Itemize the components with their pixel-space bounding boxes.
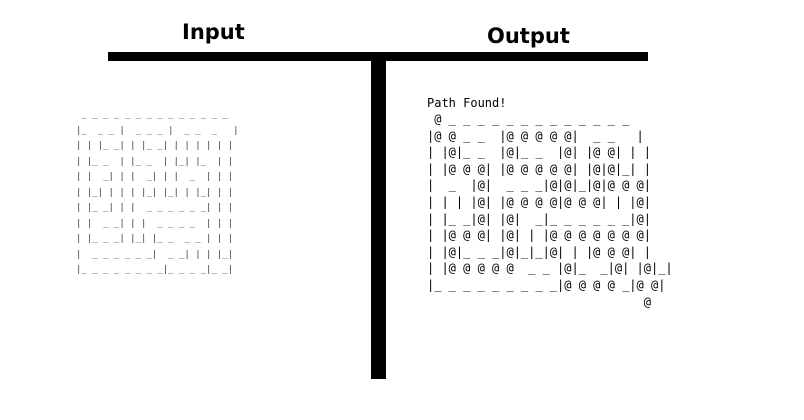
input-heading: Input (182, 20, 245, 44)
input-maze-ascii: _ _ _ _ _ _ _ _ _ _ _ _ _ _ |_ _ _ | _ _… (76, 110, 239, 275)
t-divider-horizontal (108, 52, 648, 61)
t-divider-vertical (371, 61, 386, 379)
output-heading: Output (487, 24, 570, 48)
path-found-status: Path Found! (427, 96, 507, 110)
output-maze-ascii: @ _ _ _ _ _ _ _ _ _ _ _ _ _ |@ @ _ _ |@ … (427, 112, 673, 309)
